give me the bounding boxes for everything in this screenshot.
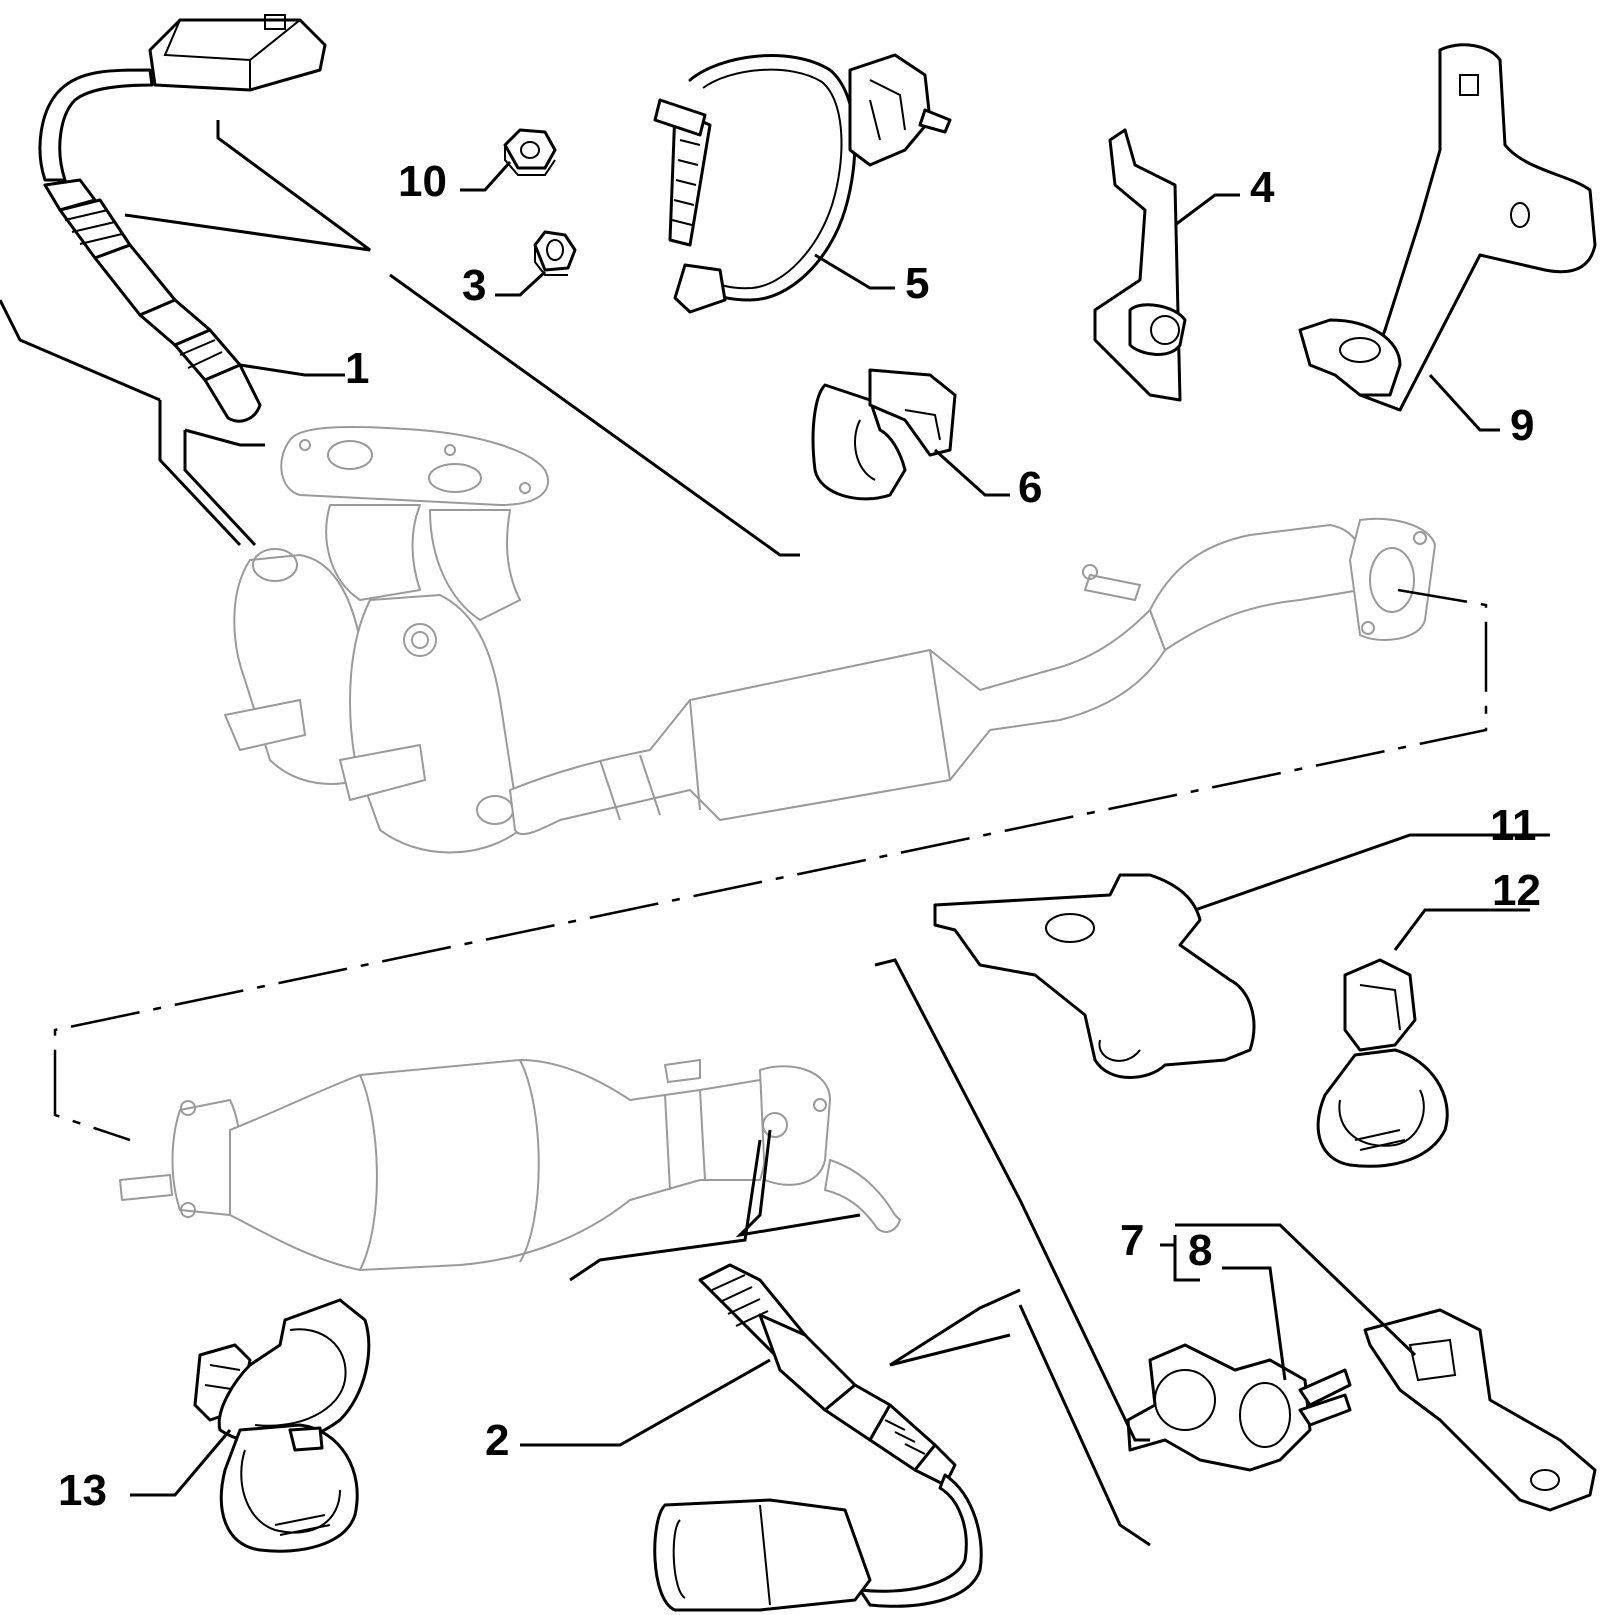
oxygen-sensor-downstream-icon [653,1263,983,1612]
callout-2: 2 [485,1416,509,1465]
callout-8: 8 [1188,1226,1212,1275]
leader-2-group [889,1288,1021,1367]
bracket-icon-4 [1093,128,1187,402]
leader-4 [1174,193,1240,227]
callout-4: 4 [1250,163,1275,212]
leader-group-upper [124,120,371,252]
leader-9 [1428,373,1500,432]
callout-7: 7 [1120,1216,1144,1265]
leader-7-bracket [1173,1235,1200,1282]
bracket-icon-7 [1363,1308,1597,1512]
exhaust-manifold-catalyst-upper-ghost [224,426,1436,854]
support-bracket-icon [1298,43,1597,412]
leader-13 [130,1429,232,1497]
callout-1: 1 [345,344,369,393]
leader-8 [1222,1266,1287,1381]
catalyst-lower-ghost [119,1059,901,1271]
leader-7 [1175,1223,1417,1357]
callout-10: 10 [398,157,447,206]
callout-11: 11 [1490,801,1537,850]
oxygen-sensor-upstream-icon [38,14,327,423]
hex-nut-icon [503,128,557,176]
leader-10 [460,161,512,192]
connector-holder-icon [1126,1343,1352,1472]
leader-3 [495,270,547,297]
clamp-clip-icon [1316,958,1449,1168]
callout-13: 13 [58,1466,107,1515]
cable-clamp-strap-icon [653,53,952,314]
leader-5 [814,253,895,290]
leader-11 [1194,833,1550,912]
bracket-icon-11 [933,873,1256,1079]
callout-6: 6 [1018,463,1042,512]
hex-nut-icon-3 [533,230,577,276]
leader-1-assembly [158,400,242,547]
leader-2 [520,1358,771,1447]
callout-5: 5 [905,259,929,308]
leader-6 [933,448,1010,497]
callout-3: 3 [462,261,486,310]
callout-9: 9 [1510,401,1534,450]
leader-12 [1393,908,1530,951]
double-clamp-icon [193,1298,371,1553]
leader-1 [239,363,345,377]
clip-icon [811,368,957,501]
callout-12: 12 [1492,866,1541,915]
